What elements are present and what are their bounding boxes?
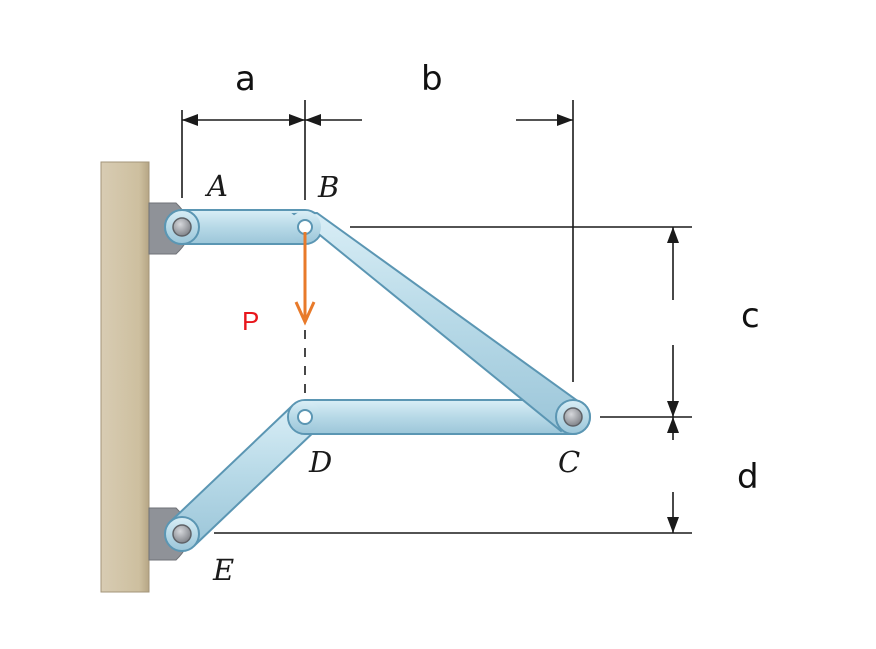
- member-BC: [291, 211, 588, 433]
- wall: [100, 161, 150, 593]
- pin-D: [297, 409, 313, 425]
- dimension-label-a: a: [235, 59, 256, 99]
- pin-A: [172, 217, 192, 237]
- point-label-E: E: [212, 553, 234, 587]
- pin-E: [172, 524, 192, 544]
- point-label-D: D: [308, 445, 332, 479]
- pin-C: [563, 407, 583, 427]
- pin-B: [297, 219, 313, 235]
- point-label-A: A: [204, 169, 228, 203]
- dimension-arrowheads: [182, 114, 679, 533]
- point-label-B: B: [317, 170, 339, 204]
- dimension-label-d: d: [737, 457, 759, 497]
- dimension-label-b: b: [421, 59, 443, 99]
- dimension-label-c: c: [741, 296, 760, 336]
- force-label-P: P: [242, 306, 259, 336]
- force-arrow: [294, 232, 316, 326]
- point-label-C: C: [558, 445, 580, 479]
